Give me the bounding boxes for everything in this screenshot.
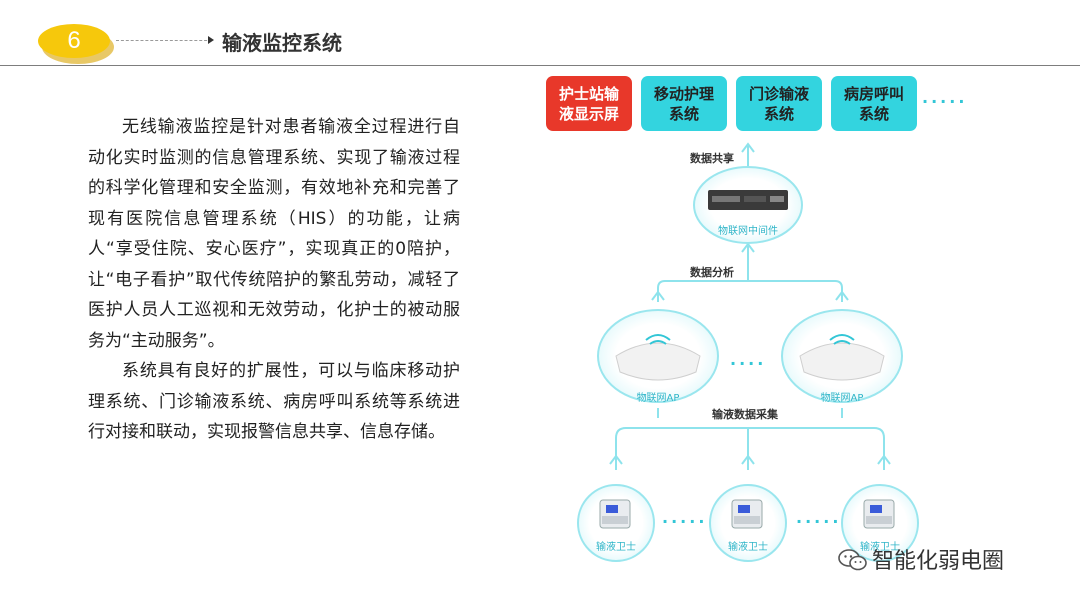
device-label-2: 输液卫士 xyxy=(728,542,768,553)
ap-node-right xyxy=(781,309,903,403)
ap-node-left xyxy=(597,309,719,403)
page-title: 输液监控系统 xyxy=(222,31,342,55)
header-divider xyxy=(0,65,1080,66)
middleware-label: 物联网中间件 xyxy=(718,226,778,237)
system-box-ward-call: 病房呼叫系统 xyxy=(831,76,917,131)
data-share-label: 数据共享 xyxy=(690,152,734,165)
system-label: 门诊输液系统 xyxy=(748,84,809,123)
device-dots-1: ····· xyxy=(662,512,708,531)
ap-label-right: 物联网AP xyxy=(820,393,864,404)
header-arrow-icon xyxy=(208,36,214,44)
system-box-outpatient-infusion: 门诊输液系统 xyxy=(736,76,822,131)
body-text: 无线输液监控是针对患者输液全过程进行自动化实时监测的信息管理系统、实现了输液过程… xyxy=(88,112,460,448)
watermark: 智能化弱电圈 xyxy=(838,543,1004,575)
watermark-text: 智能化弱电圈 xyxy=(872,549,1005,574)
access-point-icon xyxy=(799,342,885,381)
system-box-nurse-station: 护士站输液显示屏 xyxy=(546,76,632,131)
data-analysis-label: 数据分析 xyxy=(690,266,734,279)
wifi-icon xyxy=(829,334,855,345)
system-label: 病房呼叫系统 xyxy=(843,84,904,123)
device-node-3 xyxy=(841,484,919,562)
ap-label-left: 物联网AP xyxy=(636,393,680,404)
device-dots-2: ····· xyxy=(796,512,842,531)
device-label-1: 输液卫士 xyxy=(596,542,636,553)
wifi-icon xyxy=(645,334,671,345)
connector-device-bus xyxy=(615,427,885,470)
system-box-mobile-nursing: 移动护理系统 xyxy=(641,76,727,131)
system-label: 移动护理系统 xyxy=(653,84,714,123)
ap-dots: ···· xyxy=(730,354,767,373)
device-node-1 xyxy=(577,484,655,562)
connector-ap-split xyxy=(657,280,843,302)
section-number-badge: 6 xyxy=(38,24,114,64)
header-dashed-line xyxy=(116,40,212,41)
middleware-node xyxy=(693,166,803,244)
paragraph-1: 无线输液监控是针对患者输液全过程进行自动化实时监测的信息管理系统、实现了输液过程… xyxy=(88,117,460,351)
device-node-2 xyxy=(709,484,787,562)
paragraph-2: 系统具有良好的扩展性，可以与临床移动护理系统、门诊输液系统、病房呼叫系统等系统进… xyxy=(88,361,460,442)
access-point-icon xyxy=(615,342,701,381)
section-number: 6 xyxy=(67,27,81,54)
device-label-3: 输液卫士 xyxy=(860,542,900,553)
more-systems-dots: ····· xyxy=(922,92,968,111)
wechat-icon xyxy=(838,549,867,571)
collect-label: 输液数据采集 xyxy=(712,408,778,421)
system-label: 护士站输液显示屏 xyxy=(558,84,619,123)
